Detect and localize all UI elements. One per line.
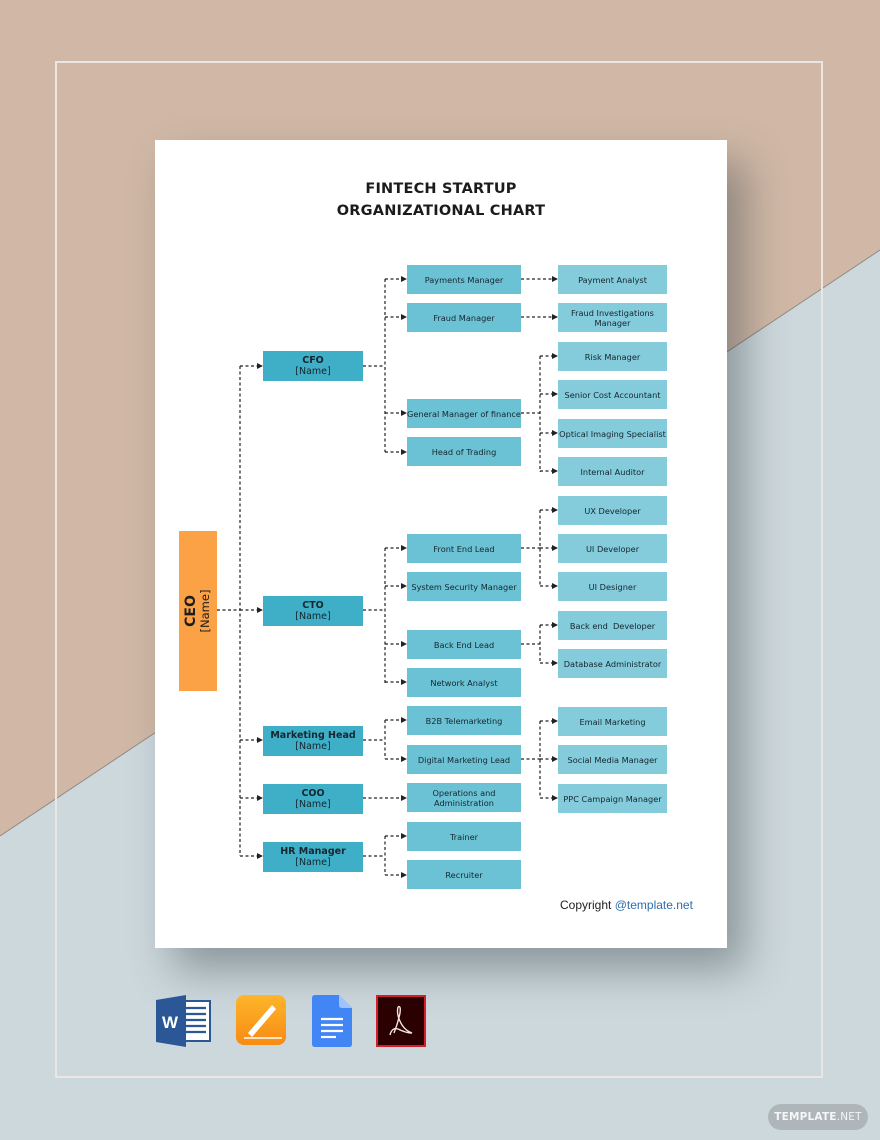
role-label: Front End Lead: [433, 543, 495, 554]
role-label: General Manager of finance: [407, 408, 521, 419]
role-label: PPC Campaign Manager: [563, 793, 662, 804]
exec-box-coo: COO [Name]: [263, 784, 363, 814]
title-line-1: FINTECH STARTUP: [365, 181, 517, 197]
role-box-fraud-manager: Fraud Manager: [407, 303, 521, 332]
copyright-notice: Copyright @template.net: [560, 898, 693, 912]
role-label: Email Marketing: [579, 716, 646, 727]
exec-name: [Name]: [295, 799, 331, 810]
role-box-ui-developer: UI Developer: [558, 534, 667, 563]
role-label: Optical Imaging Specialist: [559, 428, 666, 439]
role-box-database-administrator: Database Administrator: [558, 649, 667, 678]
role-box-network-analyst: Network Analyst: [407, 668, 521, 697]
role-box-email-marketing: Email Marketing: [558, 707, 667, 736]
role-label: B2B Telemarketing: [425, 715, 503, 726]
role-label: Trainer: [449, 831, 479, 842]
role-label: Back end Developer: [569, 620, 656, 631]
role-label: Risk Manager: [584, 351, 641, 362]
ceo-name: [Name]: [198, 589, 212, 633]
role-label: Senior Cost Accountant: [564, 389, 661, 400]
exec-box-hr-manager: HR Manager [Name]: [263, 842, 363, 872]
role-box-operations-administration: Operations and Administration: [407, 783, 521, 812]
role-box-ui-designer: UI Designer: [558, 572, 667, 601]
role-label: Fraud Manager: [433, 312, 495, 323]
watermark-bold: TEMPLATE: [774, 1111, 837, 1123]
exec-title: COO: [301, 787, 325, 799]
role-box-general-manager-finance: General Manager of finance: [407, 399, 521, 428]
role-label: Database Administrator: [563, 658, 662, 669]
role-box-ux-developer: UX Developer: [558, 496, 667, 525]
role-box-fraud-investigations-manager: Fraud Investigations Manager: [558, 303, 667, 332]
exec-box-marketing-head: Marketing Head [Name]: [263, 726, 363, 756]
role-label: Recruiter: [445, 869, 483, 880]
role-box-system-security-manager: System Security Manager: [407, 572, 521, 601]
role-box-front-end-lead: Front End Lead: [407, 534, 521, 563]
role-label: Operations and Administration: [432, 787, 496, 808]
word-icon[interactable]: W: [156, 995, 212, 1047]
exec-box-cfo: CFO [Name]: [263, 351, 363, 381]
exec-title: CTO: [302, 599, 324, 611]
role-box-ppc-campaign-manager: PPC Campaign Manager: [558, 784, 667, 813]
role-box-head-of-trading: Head of Trading: [407, 437, 521, 466]
role-box-digital-marketing-lead: Digital Marketing Lead: [407, 745, 521, 774]
copyright-label: Copyright: [560, 898, 612, 912]
role-box-payment-analyst: Payment Analyst: [558, 265, 667, 294]
role-label: Digital Marketing Lead: [417, 754, 511, 765]
role-label: Fraud Investigations Manager: [571, 307, 654, 328]
role-label: UX Developer: [584, 505, 641, 516]
role-box-optical-imaging-specialist: Optical Imaging Specialist: [558, 419, 667, 448]
role-label: System Security Manager: [411, 581, 517, 592]
role-label: Payment Analyst: [578, 274, 647, 285]
role-box-senior-cost-accountant: Senior Cost Accountant: [558, 380, 667, 409]
ceo-title: CEO: [183, 595, 199, 627]
watermark-thin: .NET: [836, 1111, 862, 1123]
role-box-recruiter: Recruiter: [407, 860, 521, 889]
role-label: Network Analyst: [430, 677, 498, 688]
exec-name: [Name]: [295, 857, 331, 868]
role-box-internal-auditor: Internal Auditor: [558, 457, 667, 486]
role-label: Internal Auditor: [580, 466, 645, 477]
connector-lines: [217, 276, 558, 878]
document-page: FINTECH STARTUP ORGANIZATIONAL CHART: [155, 140, 727, 948]
role-box-risk-manager: Risk Manager: [558, 342, 667, 371]
exec-title: HR Manager: [280, 845, 346, 857]
exec-box-cto: CTO [Name]: [263, 596, 363, 626]
role-box-back-end-developer: Back end Developer: [558, 611, 667, 640]
decorative-frame: [55, 61, 823, 1078]
template-net-watermark[interactable]: TEMPLATE.NET: [768, 1104, 868, 1130]
google-docs-icon[interactable]: [312, 995, 352, 1047]
role-label: Social Media Manager: [567, 754, 658, 765]
pdf-icon[interactable]: [376, 995, 426, 1047]
exec-name: [Name]: [295, 741, 331, 752]
exec-name: [Name]: [295, 366, 331, 377]
copyright-link[interactable]: @template.net: [614, 898, 693, 912]
exec-title: Marketing Head: [270, 729, 356, 741]
role-label: Head of Trading: [431, 446, 497, 457]
role-box-payments-manager: Payments Manager: [407, 265, 521, 294]
svg-text:W: W: [162, 1013, 179, 1032]
role-label: Back End Lead: [433, 639, 495, 650]
role-box-trainer: Trainer: [407, 822, 521, 851]
exec-name: [Name]: [295, 611, 331, 622]
ceo-box: CEO [Name]: [179, 531, 217, 691]
title-line-2: ORGANIZATIONAL CHART: [336, 203, 546, 219]
page-title: FINTECH STARTUP ORGANIZATIONAL CHART: [155, 178, 727, 222]
role-label: Payments Manager: [424, 274, 504, 285]
exec-title: CFO: [302, 354, 324, 366]
role-label: UI Developer: [585, 543, 640, 554]
role-label: UI Designer: [588, 581, 637, 592]
role-box-back-end-lead: Back End Lead: [407, 630, 521, 659]
role-box-b2b-telemarketing: B2B Telemarketing: [407, 706, 521, 735]
role-box-social-media-manager: Social Media Manager: [558, 745, 667, 774]
pages-icon[interactable]: [236, 995, 286, 1045]
